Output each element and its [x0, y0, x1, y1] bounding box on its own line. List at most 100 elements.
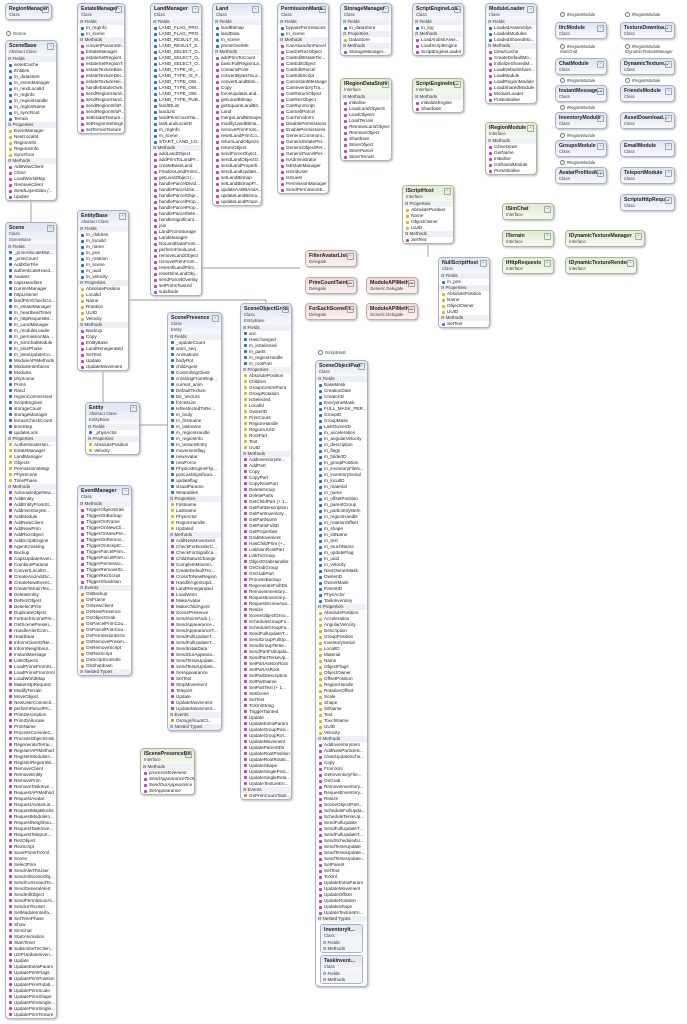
field-item[interactable]: newAvatar	[168, 454, 221, 460]
method-item[interactable]: updateLandBitma...	[213, 193, 261, 199]
field-item[interactable]: LastOwnerID	[316, 424, 367, 430]
method-item[interactable]: AddNewMovement	[168, 538, 221, 544]
collapse-chevron-icon[interactable]: ⌃	[627, 260, 634, 267]
method-item[interactable]: UpdateTextureEn...	[316, 910, 367, 916]
method-item[interactable]: Update	[6, 194, 56, 200]
section-header-methods[interactable]: Methods	[78, 322, 128, 328]
method-item[interactable]: Backup	[6, 550, 56, 556]
event-item[interactable]: OnNewClient	[78, 603, 131, 609]
method-item[interactable]: UpdatePrimPosition	[6, 976, 56, 982]
property-item[interactable]: UUID	[78, 310, 128, 316]
method-item[interactable]: InitializeSharedM...	[486, 61, 536, 67]
property-item[interactable]: Rotation	[78, 304, 128, 310]
property-item[interactable]: PhysScene	[6, 472, 56, 478]
method-item[interactable]: PostInitialise	[486, 168, 536, 174]
collapse-chevron-icon[interactable]: ⌃	[665, 197, 672, 204]
event-item[interactable]: OnPrimCountTaint...	[241, 793, 291, 799]
method-item[interactable]: removePrimFrom...	[213, 127, 261, 133]
property-item[interactable]: Children	[241, 379, 291, 385]
class-header[interactable]: AssetDownload...Class⌃	[621, 113, 674, 128]
property-item[interactable]: UUID	[439, 309, 489, 315]
property-item[interactable]: ObjectOwner	[403, 219, 453, 225]
section-header-methods[interactable]: Methods	[403, 231, 453, 237]
method-item[interactable]: CanInstantMessage	[278, 79, 328, 85]
property-item[interactable]: SitName	[316, 706, 367, 712]
method-item[interactable]: AddScriptEngine	[6, 538, 56, 544]
field-item[interactable]: storageManager	[6, 412, 56, 418]
class-box-scriptshttprequests[interactable]: ScriptsHttpRequ...Class⌃	[620, 194, 675, 211]
class-header[interactable]: ScriptEngineLoa...Class⌃	[413, 4, 463, 19]
method-item[interactable]: CreateDefaultTex...	[168, 568, 221, 574]
field-item[interactable]: storageCount	[6, 406, 56, 412]
method-item[interactable]: subdivide	[151, 289, 201, 295]
field-item[interactable]: ModuleAPIMethods	[6, 358, 56, 364]
property-item[interactable]: EventManager	[6, 128, 56, 134]
class-box-eventmanager[interactable]: EventManagerClass⌃MethodsTriggerObjectGr…	[77, 485, 132, 676]
method-item[interactable]: FromXml	[316, 766, 367, 772]
method-item[interactable]: DuplicateObject	[6, 610, 56, 616]
method-item[interactable]: SendAllSceneObj...	[6, 874, 56, 880]
section-header-events[interactable]: Events	[168, 711, 221, 718]
section-header-properties[interactable]: Properties	[316, 604, 367, 610]
field-item[interactable]: FULL_MASK_PER...	[316, 406, 367, 412]
collapse-chevron-icon[interactable]: ⌃	[347, 280, 354, 287]
property-item[interactable]: SyncRoot	[6, 152, 56, 158]
method-item[interactable]: UpdateMovement...	[168, 706, 221, 712]
event-item[interactable]: OnParcelPrimCou...	[78, 621, 131, 627]
method-item[interactable]: CanTerraform	[278, 115, 328, 121]
method-item[interactable]: AgentCrossing	[6, 544, 56, 550]
method-item[interactable]: OnGrabPart	[241, 571, 291, 577]
section-header-properties[interactable]: Properties	[439, 285, 489, 291]
section-header-fields[interactable]: Fields	[86, 423, 139, 430]
field-item[interactable]: m_angularVelocity	[316, 436, 367, 442]
method-item[interactable]: resetLandPrimCo...	[213, 133, 261, 139]
class-header[interactable]: PrimCountTaint...Delegate⌃	[306, 278, 356, 293]
method-item[interactable]: SetTimePhase	[6, 916, 56, 922]
field-item[interactable]: PhysicsEngineFlyi...	[168, 466, 221, 472]
field-item[interactable]: m_log	[413, 25, 463, 31]
property-item[interactable]: Name	[78, 298, 128, 304]
method-item[interactable]: ScheduleTerseUp...	[316, 814, 367, 820]
method-item[interactable]: TriggerParcelPrim...	[78, 555, 131, 561]
method-item[interactable]: CreateNewEvent...	[6, 580, 56, 586]
method-item[interactable]: PrimName	[6, 724, 56, 730]
collapse-chevron-icon[interactable]: ⌃	[597, 170, 604, 177]
field-item[interactable]: m_timeUpdateCo...	[6, 352, 56, 358]
method-item[interactable]: UpdateSinglePosi...	[241, 769, 291, 775]
method-item[interactable]: CrossToNewRegion	[168, 574, 221, 580]
method-item[interactable]: Resize	[316, 796, 367, 802]
method-item[interactable]: SetPartText (+ 1...	[241, 685, 291, 691]
method-item[interactable]: GenericCommuni...	[278, 133, 328, 139]
field-item[interactable]: anc	[241, 331, 291, 337]
method-item[interactable]: EstateManager	[78, 49, 124, 55]
method-item[interactable]: ForEachScenePre...	[6, 616, 56, 622]
field-item[interactable]: updateLock	[6, 430, 56, 436]
field-item[interactable]: lastLandLocalID	[151, 121, 201, 127]
field-item[interactable]: LAND_SELECT_O...	[151, 49, 201, 55]
method-item[interactable]: UpdateExtraParam	[316, 880, 367, 886]
method-item[interactable]: DeleteParts	[241, 493, 291, 499]
field-item[interactable]: capsHandlers	[6, 280, 56, 286]
property-item[interactable]: Name	[316, 658, 367, 664]
field-item[interactable]: landIDList	[151, 103, 201, 109]
method-item[interactable]: LoadWorldMap	[6, 176, 56, 182]
method-item[interactable]: OnGrabGroup	[241, 565, 291, 571]
field-item[interactable]: updateflag	[168, 478, 221, 484]
collapse-chevron-icon[interactable]: ⌃	[382, 6, 389, 13]
method-item[interactable]: GenericEstatePer...	[278, 139, 328, 145]
method-item[interactable]: RemoveLandObject	[341, 124, 391, 130]
method-item[interactable]: LinkNonRootPart	[241, 547, 291, 553]
field-item[interactable]: _physActor	[86, 430, 139, 436]
class-header[interactable]: TextureDownloa...Class⌃	[621, 23, 674, 38]
method-item[interactable]: UpdateRootRotati...	[241, 757, 291, 763]
method-item[interactable]: UpdateMovement	[78, 364, 128, 370]
property-item[interactable]: RegionHandle	[241, 421, 291, 427]
method-item[interactable]: MakeAvatar	[168, 598, 221, 604]
method-item[interactable]: CanDeRezObject	[278, 49, 328, 55]
